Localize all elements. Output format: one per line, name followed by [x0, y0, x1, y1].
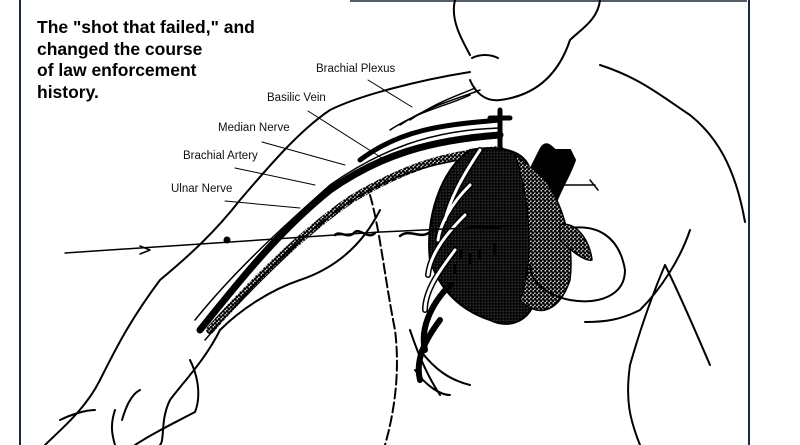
label-brachial-artery: Brachial Artery — [183, 150, 258, 162]
top-divider — [350, 0, 747, 2]
heart-outline — [529, 226, 626, 303]
basilic-vein — [206, 146, 504, 334]
blood-drops — [453, 243, 497, 274]
brachial-artery — [196, 131, 504, 334]
label-basilic-vein: Basilic Vein — [267, 92, 326, 104]
label-brachial-plexus: Brachial Plexus — [316, 63, 396, 75]
label-median-nerve: Median Nerve — [218, 122, 290, 134]
left-shoulder — [44, 71, 471, 445]
right-shoulder — [599, 64, 746, 223]
median-nerve — [357, 117, 503, 163]
headline-line: The "shot that failed," and — [37, 17, 255, 37]
figure-frame — [19, 0, 750, 445]
brachial-plexus — [389, 87, 481, 131]
leader-ulnar-nerve — [224, 200, 301, 209]
mouth — [471, 54, 499, 59]
leader-brachial-plexus — [367, 79, 413, 108]
headline-line: history. — [37, 81, 99, 102]
label-ulnar-nerve: Ulnar Nerve — [171, 183, 233, 195]
headline-line: changed the course — [37, 38, 203, 59]
torso-line — [369, 194, 398, 445]
vessel-right — [559, 179, 599, 191]
lower-ribs — [409, 329, 471, 396]
head-outline — [452, 0, 601, 102]
bullet-arrow-icon — [139, 245, 151, 255]
headline-line: of law enforcement — [37, 60, 197, 80]
arm-inner — [159, 209, 381, 445]
leader-median-nerve — [261, 141, 346, 166]
bullet-fragments — [333, 224, 502, 238]
subclavian — [487, 107, 513, 153]
headline: The "shot that failed," and changed the … — [37, 17, 255, 103]
hand — [59, 359, 200, 445]
entry-point — [223, 236, 231, 244]
leader-brachial-artery — [234, 167, 316, 186]
leader-basilic-vein — [307, 110, 386, 161]
right-breast — [584, 229, 711, 445]
